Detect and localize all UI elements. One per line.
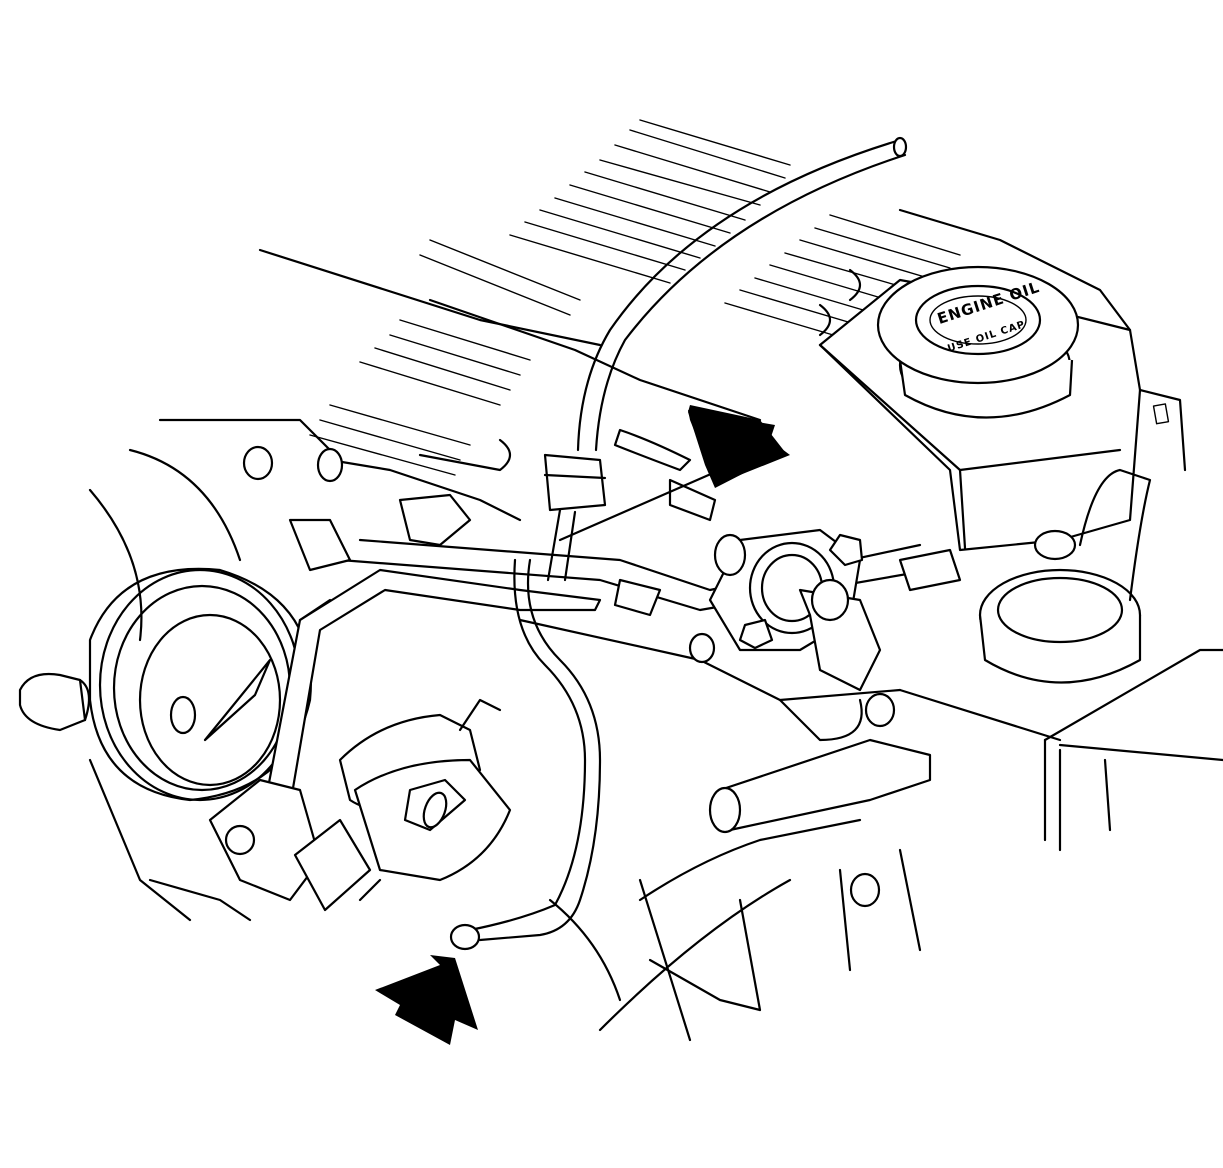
intake-manifold-ribs	[309, 119, 961, 476]
idle-air-control-valve	[688, 528, 882, 742]
coolant-hose	[449, 558, 932, 1032]
coolant-reservoir-cap	[978, 568, 1142, 684]
throttle-body	[18, 567, 312, 802]
engine-block-lines	[88, 418, 922, 1042]
battery-box	[898, 468, 1223, 852]
fuel-injectors	[288, 493, 962, 617]
oil-filler-cap: ENGINE OIL USE OIL CAP	[876, 265, 1080, 419]
vacuum-hose	[543, 136, 908, 582]
throttle-position-sensor	[338, 698, 512, 902]
intake-manifold-outline	[258, 208, 1132, 522]
throttle-bracket	[208, 568, 602, 912]
callout-arrow-lower	[375, 955, 478, 1045]
callout-arrow-upper	[688, 405, 790, 488]
